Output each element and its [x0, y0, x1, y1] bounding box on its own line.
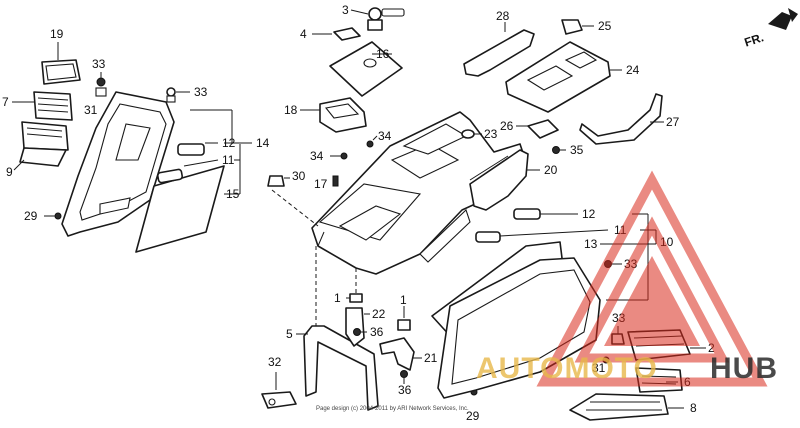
callout-20: 20 [544, 163, 558, 177]
callout-14: 14 [256, 136, 270, 150]
callout-8: 8 [690, 401, 697, 415]
direction-label: FR. [743, 30, 766, 49]
part-8-vent[interactable] [569, 393, 669, 421]
part-20-arm[interactable] [469, 149, 529, 211]
part-26-block[interactable] [527, 119, 559, 139]
part-5-bracket[interactable] [303, 325, 379, 411]
callout-30: 30 [292, 169, 306, 183]
watermark-text-left: AUTOMOTO [476, 352, 658, 385]
part-23-plug[interactable] [461, 129, 475, 139]
callout-12a: 12 [222, 136, 236, 150]
part-17-pin[interactable] [332, 175, 339, 187]
callout-32: 32 [268, 355, 282, 369]
callout-4: 4 [300, 27, 307, 41]
front-direction-arrow [768, 8, 798, 30]
part-25-grommet[interactable] [561, 19, 583, 35]
callout-26: 26 [500, 119, 514, 133]
callout-18: 18 [284, 103, 298, 117]
part-16-lid[interactable] [329, 41, 403, 97]
part-30-grommet[interactable] [267, 175, 285, 187]
callout-34b: 34 [310, 149, 324, 163]
part-28-bracket[interactable] [463, 29, 535, 77]
callout-36b: 36 [398, 383, 412, 397]
callout-31a: 31 [84, 103, 98, 117]
callout-19: 19 [50, 27, 64, 41]
callout-labels: 1 1 2 3 4 5 6 7 8 9 10 11 11 12 12 13 14… [2, 3, 715, 423]
part-main-console[interactable] [311, 111, 525, 275]
part-11-knob[interactable] [156, 168, 184, 184]
callout-22: 22 [372, 307, 386, 321]
callout-2: 2 [708, 341, 715, 355]
part-32-cap[interactable] [261, 391, 297, 409]
callout-12b: 12 [582, 207, 596, 221]
part-34-pin-b[interactable] [340, 152, 348, 160]
part-22-clip[interactable] [345, 307, 365, 347]
part-27-curved-bracket[interactable] [579, 93, 663, 145]
part-21-bracket[interactable] [379, 337, 415, 371]
part-15-flat-panel[interactable] [135, 165, 225, 253]
callout-9: 9 [6, 165, 13, 179]
callout-17: 17 [314, 177, 328, 191]
part-19-lid[interactable] [41, 59, 81, 85]
part-7-vent[interactable] [33, 91, 73, 121]
part-33-screw[interactable] [95, 77, 107, 97]
callout-33b: 33 [194, 85, 208, 99]
watermark-logo [536, 170, 768, 387]
part-15-side-panel-left[interactable] [61, 91, 175, 237]
part-29-screw[interactable] [44, 212, 62, 220]
callout-25: 25 [598, 19, 612, 33]
callout-23: 23 [484, 127, 498, 141]
part-12-knob[interactable] [177, 143, 205, 156]
part-3-lock[interactable] [367, 7, 405, 31]
callout-36a: 36 [370, 325, 384, 339]
part-36-screw-a[interactable] [353, 328, 361, 336]
callout-28: 28 [496, 9, 510, 23]
callout-3: 3 [342, 3, 349, 17]
callout-1a: 1 [334, 291, 341, 305]
part-36-screw-b[interactable] [400, 370, 408, 378]
callout-29a: 29 [24, 209, 38, 223]
callout-33a: 33 [92, 57, 106, 71]
callout-1b: 1 [400, 293, 407, 307]
callout-35: 35 [570, 143, 584, 157]
part-9-vent[interactable] [19, 121, 69, 167]
part-33-clip[interactable] [166, 87, 176, 103]
callout-24: 24 [626, 63, 640, 77]
callout-27: 27 [666, 115, 680, 129]
callout-31b: 31 [592, 361, 606, 375]
part-35-screw[interactable] [552, 146, 560, 154]
part-4-clip[interactable] [333, 27, 361, 41]
callout-34a: 34 [378, 129, 392, 143]
footnote: Page design (c) 2004-2011 by ARI Network… [316, 406, 469, 412]
part-34-pin-a[interactable] [366, 140, 374, 148]
callout-5: 5 [286, 327, 293, 341]
callout-13: 13 [584, 237, 598, 251]
part-1-grommet-a[interactable] [349, 293, 363, 303]
callout-16: 16 [376, 47, 390, 61]
callout-7: 7 [2, 95, 9, 109]
callout-21: 21 [424, 351, 438, 365]
watermark-text-right: HUB [710, 352, 778, 385]
part-13-side-panel-right[interactable] [431, 241, 601, 399]
part-24-armrest-lid[interactable] [505, 41, 611, 113]
part-1-grommet-b[interactable] [397, 319, 411, 331]
part-18-hinge[interactable] [319, 97, 367, 133]
callout-11a: 11 [222, 153, 235, 167]
part-12-knob-right[interactable] [513, 208, 541, 220]
callout-29b: 29 [466, 409, 480, 423]
part-11-knob-right[interactable] [475, 231, 501, 243]
callout-15: 15 [226, 187, 240, 201]
